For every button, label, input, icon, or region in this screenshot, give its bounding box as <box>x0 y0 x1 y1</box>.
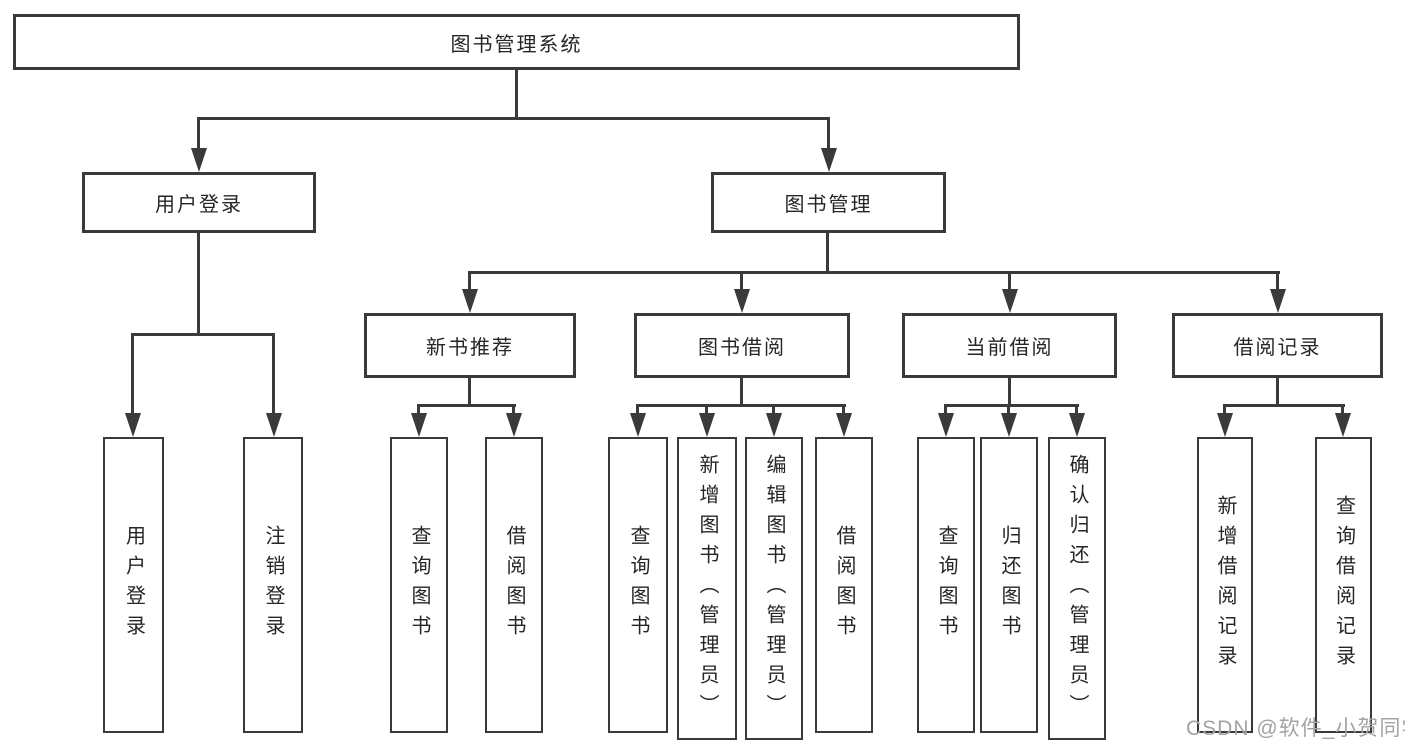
arrow-down-icon <box>411 413 427 437</box>
arrow-down-icon <box>266 413 282 437</box>
node-label: 新书推荐 <box>426 337 514 359</box>
node-label: 新增图书（管理员） <box>696 453 718 724</box>
arrow-down-icon <box>630 413 646 437</box>
node-current-borrow: 当前借阅 <box>902 313 1117 378</box>
node-borrow-records: 借阅记录 <box>1172 313 1383 378</box>
connector-line <box>636 404 639 416</box>
connector-line <box>772 404 775 416</box>
connector-line <box>417 404 420 416</box>
connector-line <box>1007 404 1010 416</box>
arrow-down-icon <box>462 289 478 313</box>
connector-line <box>636 404 846 407</box>
connector-line <box>1341 404 1344 416</box>
node-label: 借阅图书 <box>833 525 855 645</box>
leaf-query-borrow-record: 查询借阅记录 <box>1315 437 1372 733</box>
node-label: 查询图书 <box>627 525 649 645</box>
node-label: 借阅记录 <box>1233 337 1322 359</box>
connector-line <box>944 404 947 416</box>
connector-line <box>1223 404 1345 407</box>
node-label: 用户登录 <box>122 525 145 645</box>
connector-line <box>1075 404 1078 416</box>
node-label: 注销登录 <box>262 525 284 645</box>
connector-line <box>1276 378 1279 407</box>
node-label: 图书管理系统 <box>450 33 583 56</box>
connector-line <box>1008 378 1011 407</box>
leaf-borrow-books-recommend: 借阅图书 <box>485 437 543 733</box>
node-book-management: 图书管理 <box>711 172 946 233</box>
connector-line <box>1276 271 1279 291</box>
arrow-down-icon <box>766 413 782 437</box>
connector-line <box>740 271 743 291</box>
connector-line <box>705 404 708 416</box>
connector-line <box>826 233 829 274</box>
node-label: 当前借阅 <box>965 337 1054 359</box>
arrow-down-icon <box>699 413 715 437</box>
connector-line <box>740 378 743 407</box>
leaf-query-books-current: 查询图书 <box>917 437 975 733</box>
node-book-borrow: 图书借阅 <box>634 313 850 378</box>
connector-line <box>515 70 518 119</box>
connector-line <box>842 404 845 416</box>
connector-line <box>197 117 830 120</box>
node-label: 图书管理 <box>784 194 873 216</box>
node-label: 图书借阅 <box>698 337 786 359</box>
arrow-down-icon <box>836 413 852 437</box>
arrow-down-icon <box>191 148 207 172</box>
leaf-add-borrow-record: 新增借阅记录 <box>1197 437 1253 733</box>
leaf-query-books-borrow: 查询图书 <box>608 437 668 733</box>
connector-line <box>944 404 1079 407</box>
connector-line <box>417 404 516 407</box>
node-label: 查询借阅记录 <box>1332 495 1355 675</box>
node-new-book-recommend: 新书推荐 <box>364 313 576 378</box>
node-label: 查询图书 <box>408 525 430 645</box>
arrow-down-icon <box>1335 413 1351 437</box>
node-label: 借阅图书 <box>503 525 525 645</box>
connector-line <box>131 333 134 415</box>
connector-line <box>512 404 515 416</box>
node-user-login: 用户登录 <box>82 172 316 233</box>
node-label: 确认归还（管理员） <box>1066 453 1088 724</box>
connector-line <box>132 333 275 336</box>
connector-line <box>468 271 1280 274</box>
leaf-add-books-admin: 新增图书（管理员） <box>677 437 737 740</box>
leaf-query-books-recommend: 查询图书 <box>390 437 448 733</box>
connector-line <box>468 378 471 407</box>
leaf-logout: 注销登录 <box>243 437 303 733</box>
node-label: 归还图书 <box>998 525 1020 645</box>
node-label: 查询图书 <box>935 525 957 645</box>
connector-line <box>1223 404 1226 416</box>
leaf-confirm-return-admin: 确认归还（管理员） <box>1048 437 1106 740</box>
node-label: 编辑图书（管理员） <box>763 453 785 724</box>
arrow-down-icon <box>938 413 954 437</box>
node-label: 用户登录 <box>155 194 243 216</box>
connector-line <box>827 117 830 150</box>
leaf-user-login: 用户登录 <box>103 437 164 733</box>
arrow-down-icon <box>821 148 837 172</box>
arrow-down-icon <box>1270 289 1286 313</box>
arrow-down-icon <box>734 289 750 313</box>
node-library-management-system: 图书管理系统 <box>13 14 1020 70</box>
connector-line <box>197 117 200 150</box>
connector-line <box>197 233 200 336</box>
arrow-down-icon <box>125 413 141 437</box>
csdn-watermark: CSDN @软件_小贺同学 <box>1186 717 1405 740</box>
leaf-borrow-books: 借阅图书 <box>815 437 873 733</box>
arrow-down-icon <box>1217 413 1233 437</box>
arrow-down-icon <box>1002 289 1018 313</box>
connector-line <box>468 271 471 291</box>
node-label: 新增借阅记录 <box>1214 495 1236 675</box>
connector-line <box>1008 271 1011 291</box>
arrow-down-icon <box>1069 413 1085 437</box>
connector-line <box>272 333 275 415</box>
arrow-down-icon <box>1001 413 1017 437</box>
leaf-edit-books-admin: 编辑图书（管理员） <box>745 437 803 740</box>
leaf-return-books: 归还图书 <box>980 437 1038 733</box>
arrow-down-icon <box>506 413 522 437</box>
